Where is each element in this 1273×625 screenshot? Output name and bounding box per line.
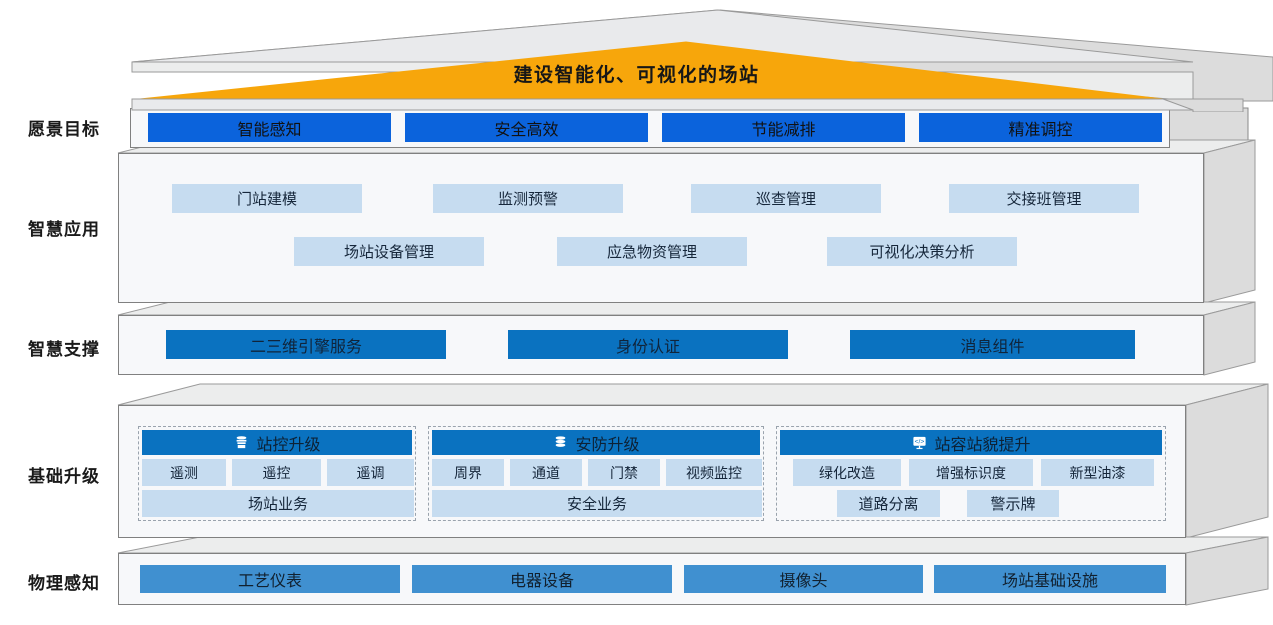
code-brackets-icon: </>	[911, 435, 927, 451]
tier-label-vision: 愿景目标	[28, 120, 100, 139]
basic-group-0-band[interactable]: 场站业务	[142, 490, 414, 517]
basic-group-0-sub-1[interactable]: 遥控	[232, 459, 321, 486]
application-item-1[interactable]: 监测预警	[433, 184, 623, 213]
application-item-0[interactable]: 门站建模	[172, 184, 362, 213]
basic-group-0-sub-0[interactable]: 遥测	[142, 459, 226, 486]
physical-item-1[interactable]: 电器设备	[412, 565, 672, 593]
vision-item-2[interactable]: 节能减排	[662, 113, 905, 142]
basic-group-appearance: </> 站容站貌提升 绿化改造 增强标识度 新型油漆 道路分离 警示牌	[776, 426, 1166, 521]
support-item-1[interactable]: 身份认证	[508, 330, 788, 359]
vision-item-3[interactable]: 精准调控	[919, 113, 1162, 142]
basic-group-1-band[interactable]: 安全业务	[432, 490, 762, 517]
basic-group-0-title: 站控升级	[256, 436, 321, 454]
support-item-0[interactable]: 二三维引擎服务	[166, 330, 446, 359]
application-item-4[interactable]: 场站设备管理	[294, 237, 484, 266]
support-item-2[interactable]: 消息组件	[850, 330, 1135, 359]
physical-item-0[interactable]: 工艺仪表	[140, 565, 400, 593]
roof-shape	[131, 9, 1273, 112]
basic-shelf-3d	[117, 383, 1269, 539]
basic-group-1-title: 安防升级	[575, 436, 640, 454]
basic-group-2-band-0[interactable]: 道路分离	[837, 490, 940, 517]
basic-group-1-sub-1[interactable]: 通道	[510, 459, 582, 486]
vision-item-1[interactable]: 安全高效	[405, 113, 648, 142]
support-shelf-top	[117, 301, 1256, 316]
basic-group-1-sub-2[interactable]: 门禁	[588, 459, 660, 486]
physical-shelf-right-side	[1185, 536, 1269, 606]
vision-item-0[interactable]: 智能感知	[148, 113, 391, 142]
support-shelf-right-side	[1203, 301, 1256, 376]
basic-group-station-control: 站控升级 遥测 遥控 遥调 场站业务	[138, 426, 416, 521]
application-item-2[interactable]: 巡查管理	[691, 184, 881, 213]
roof-base-depth	[1162, 98, 1244, 112]
physical-item-2[interactable]: 摄像头	[684, 565, 923, 593]
basic-group-0-header[interactable]: 站控升级	[142, 430, 412, 455]
basic-group-2-sub-1[interactable]: 增强标识度	[909, 459, 1033, 486]
application-shelf-face	[118, 153, 1204, 303]
physical-shelf-top	[117, 536, 1269, 554]
tier-label-basic: 基础升级	[28, 467, 100, 486]
basic-group-2-title: 站容站貌提升	[934, 436, 1031, 454]
application-shelf	[118, 153, 1204, 303]
database-stack-icon	[233, 435, 249, 451]
application-item-3[interactable]: 交接班管理	[949, 184, 1139, 213]
basic-group-2-sub-2[interactable]: 新型油漆	[1041, 459, 1154, 486]
basic-shelf-right-side	[1185, 383, 1269, 539]
roof-base-strip	[131, 98, 1194, 111]
physical-item-3[interactable]: 场站基础设施	[934, 565, 1166, 593]
tier-label-physical: 物理感知	[28, 574, 100, 593]
basic-group-1-sub-0[interactable]: 周界	[432, 459, 504, 486]
tier-label-support: 智慧支撑	[28, 340, 100, 359]
application-item-6[interactable]: 可视化决策分析	[827, 237, 1017, 266]
basic-group-1-sub-3[interactable]: 视频监控	[666, 459, 762, 486]
support-shelf-3d	[117, 301, 1256, 376]
application-item-5[interactable]: 应急物资管理	[557, 237, 747, 266]
tier-label-application: 智慧应用	[28, 220, 100, 239]
basic-group-security: 安防升级 周界 通道 门禁 视频监控 安全业务	[428, 426, 764, 521]
physical-shelf-3d	[117, 536, 1269, 606]
basic-group-1-header[interactable]: 安防升级	[432, 430, 760, 455]
application-shelf-right-side	[1203, 139, 1256, 304]
basic-shelf-top	[117, 383, 1269, 406]
basic-group-2-header[interactable]: </> 站容站貌提升	[780, 430, 1162, 455]
basic-group-2-sub-0[interactable]: 绿化改造	[793, 459, 901, 486]
layers-stack-icon	[552, 435, 568, 451]
basic-group-0-sub-2[interactable]: 遥调	[327, 459, 414, 486]
svg-text:</>: </>	[915, 439, 925, 446]
basic-group-2-band-1[interactable]: 警示牌	[967, 490, 1059, 517]
